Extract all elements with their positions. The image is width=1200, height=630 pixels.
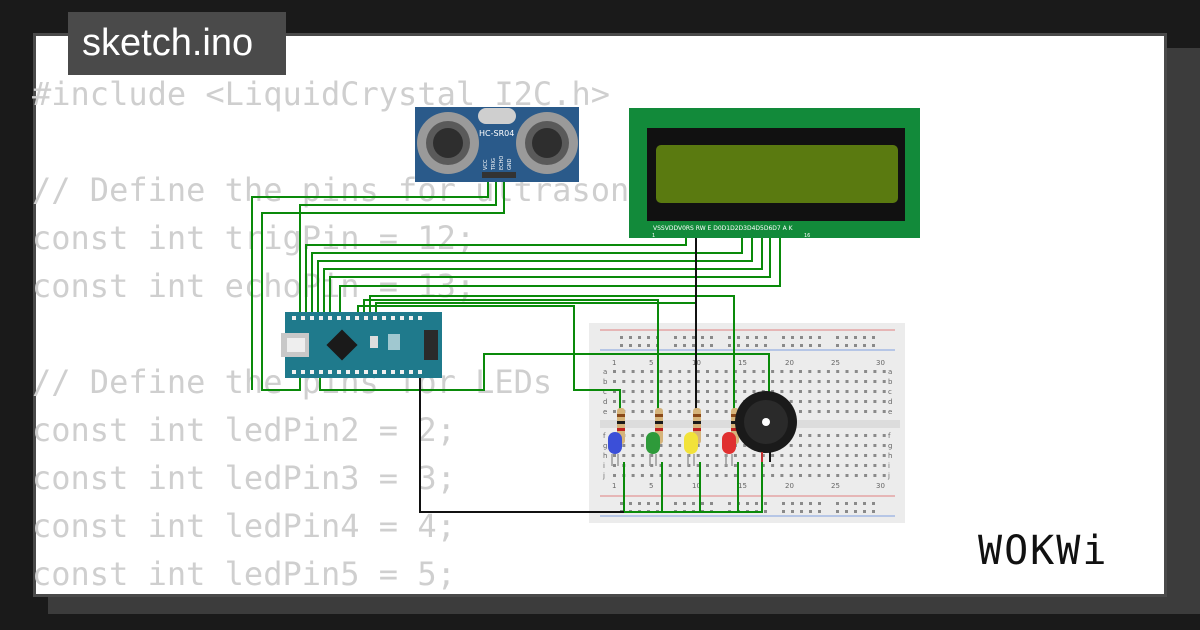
code-line: #include <LiquidCrystal_I2C.h>	[32, 75, 610, 113]
lcd-pin-first: 1	[652, 233, 655, 239]
column-label: 30	[876, 482, 885, 490]
code-line: const int ledPin4 = 4;	[32, 507, 456, 545]
row-label: i	[603, 462, 605, 470]
column-label: 5	[649, 359, 653, 367]
row-label: d	[603, 398, 607, 406]
led-red	[722, 432, 736, 466]
code-line: const int ledPin5 = 5;	[32, 555, 456, 593]
sensor-pin-label: ECHO	[499, 156, 505, 170]
lcd-pin-last: 16	[804, 233, 810, 239]
row-label: j	[887, 472, 890, 480]
row-label: a	[603, 368, 607, 376]
code-line: const int trigPin = 12;	[32, 219, 476, 257]
file-tab[interactable]: sketch.ino	[68, 12, 286, 75]
row-label: c	[888, 388, 892, 396]
led-yellow	[684, 432, 698, 466]
code-line: // Define the pins for LEDs	[32, 363, 553, 401]
column-label: 25	[831, 482, 840, 490]
column-label: 10	[692, 482, 701, 490]
row-label: h	[603, 452, 607, 460]
buzzer	[735, 391, 797, 462]
column-label: 15	[738, 359, 747, 367]
ultrasonic-sensor: HC-SR04 VCC TRIG ECHO GND	[415, 107, 579, 182]
column-label: 20	[785, 482, 794, 490]
row-label: g	[888, 442, 892, 450]
code-line: const int ledPin2 = 2;	[32, 411, 456, 449]
arduino-nano	[281, 312, 442, 378]
column-label: 1	[612, 359, 616, 367]
row-label: d	[888, 398, 892, 406]
sensor-pin-label: VCC	[483, 159, 489, 170]
row-label: g	[603, 442, 607, 450]
sensor-model-label: HC-SR04	[479, 129, 514, 138]
column-label: 15	[738, 482, 747, 490]
row-label: b	[603, 378, 608, 386]
column-label: 30	[876, 359, 885, 367]
breadboard: 1 5 10 15 20 25 30 1 5 10 15 20 25 30 a …	[589, 323, 905, 523]
led-green	[646, 432, 660, 466]
row-label: e	[888, 408, 892, 416]
row-label: f	[603, 432, 606, 440]
column-label: 20	[785, 359, 794, 367]
column-label: 5	[649, 482, 653, 490]
row-label: h	[888, 452, 892, 460]
row-label: e	[603, 408, 607, 416]
row-label: j	[602, 472, 605, 480]
row-label: a	[888, 368, 892, 376]
code-editor: #include <LiquidCrystal_I2C.h> // Define …	[32, 70, 803, 598]
row-label: f	[888, 432, 891, 440]
wires	[251, 180, 781, 513]
column-label: 1	[612, 482, 616, 490]
row-label: b	[888, 378, 893, 386]
sensor-pin-label: TRIG	[491, 158, 497, 171]
lcd-display: VSSVDDV0RS RW E D0D1D2D3D4D5D6D7 A K 1 1…	[629, 108, 920, 239]
column-label: 25	[831, 359, 840, 367]
led-blue	[608, 432, 622, 466]
sensor-pin-label: GND	[507, 158, 513, 170]
row-label: c	[603, 388, 607, 396]
row-label: i	[888, 462, 890, 470]
ground-wire	[419, 370, 624, 513]
lcd-pin-labels: VSSVDDV0RS RW E D0D1D2D3D4D5D6D7 A K	[653, 225, 794, 232]
leds	[608, 432, 736, 466]
wokwi-logo: WOKWi	[978, 528, 1109, 574]
code-line: const int ledPin3 = 3;	[32, 459, 456, 497]
